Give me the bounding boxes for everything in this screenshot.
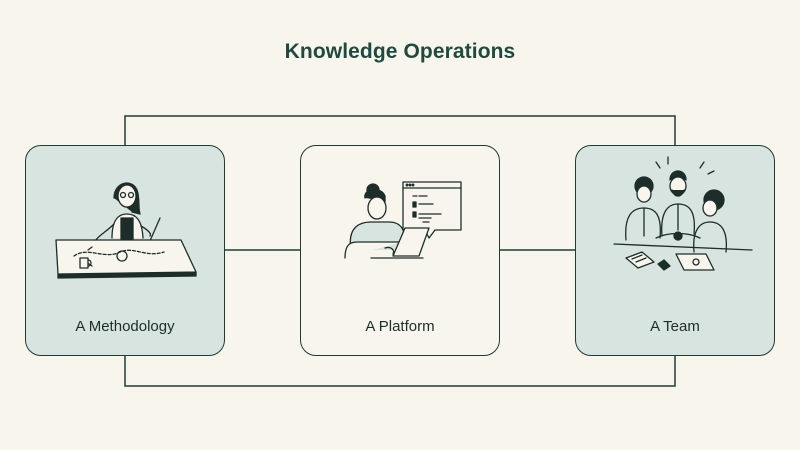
team-label: A Team bbox=[650, 318, 700, 335]
bottom-loop-line bbox=[124, 356, 676, 387]
platform-illustration bbox=[344, 181, 462, 259]
team-card: A Team bbox=[575, 145, 775, 356]
team-illustration bbox=[613, 156, 753, 271]
diagram-title: Knowledge Operations bbox=[284, 40, 516, 63]
methodology-label: A Methodology bbox=[75, 318, 175, 335]
methodology-illustration bbox=[55, 182, 197, 279]
methodology-card: A Methodology bbox=[25, 145, 225, 356]
platform-card: A Platform bbox=[300, 145, 500, 356]
platform-label: A Platform bbox=[365, 318, 435, 335]
top-loop-line bbox=[124, 115, 676, 145]
